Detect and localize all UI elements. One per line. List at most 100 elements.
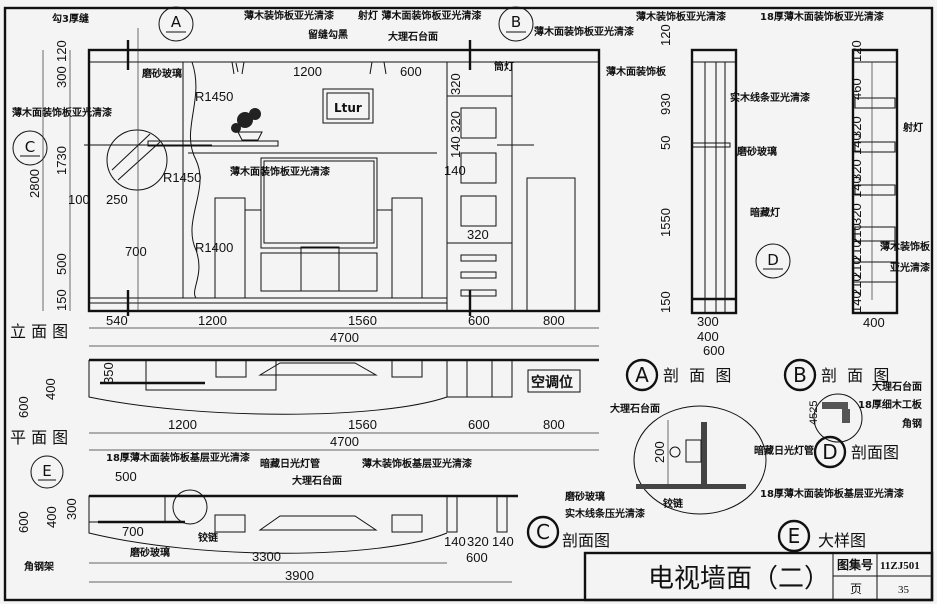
callout-label: 大理石台面: [610, 402, 660, 415]
dimension: 460: [849, 78, 864, 100]
dimension: 140: [849, 291, 864, 313]
dimension-total: 4700: [330, 434, 359, 449]
detail-e-view: 大理石台面 暗藏日光灯管 18厚薄木面装饰板基层亚光清漆 磨砂玻璃 实木线条压光…: [564, 402, 904, 553]
dimension: 2800: [27, 169, 42, 198]
dimension: 500: [54, 253, 69, 275]
callout-label: 薄木面装饰板亚光清漆: [534, 25, 634, 38]
dimension: 1560: [348, 417, 377, 432]
spotlight-icon: [231, 61, 245, 75]
dimension: 600: [400, 64, 422, 79]
dimension: 3900: [285, 568, 314, 583]
section-c-view: E 18厚薄木面装饰板基层亚光清漆 暗藏日光灯管 大理石台面 薄木装饰板基层亚光…: [16, 451, 610, 583]
view-title: 大样图: [818, 531, 866, 550]
dimension: 300: [54, 66, 69, 88]
callout-label: 实木线条亚光清漆: [730, 91, 810, 104]
section-a-title-letter: A: [635, 363, 649, 387]
ac-position-label: 空调位: [531, 374, 573, 391]
speaker-right: [391, 197, 423, 299]
display-niche: [460, 195, 497, 227]
dimension: 120: [849, 40, 864, 62]
section-c-title-letter: C: [536, 520, 550, 544]
round-frosted-glass: [106, 129, 168, 191]
dimension: 140: [849, 176, 864, 198]
callout-label: 暗藏灯: [750, 206, 780, 219]
section-b-view: 18厚薄木面装饰板亚光清漆 射灯 薄木装饰板 亚光清漆 120 460 320 …: [760, 10, 931, 392]
dimension: 400: [43, 378, 58, 400]
elevation-outline: [87, 48, 601, 313]
dimension: 600: [468, 313, 490, 328]
dimension: 1560: [348, 313, 377, 328]
dimension: R1450: [195, 89, 233, 104]
dimension: 350: [101, 362, 116, 384]
dimension: 600: [466, 550, 488, 565]
detail-e-callout-circle[interactable]: [172, 489, 208, 525]
callout-label: 留缝勾黑: [308, 28, 348, 41]
dimension: 140 320: [448, 111, 463, 158]
view-title: 立 面 图: [10, 322, 68, 341]
dimension: 1200: [293, 64, 322, 79]
wave-glass-edge: [189, 61, 201, 299]
section-marker-b[interactable]: B: [498, 6, 534, 42]
svg-text:A: A: [171, 13, 182, 31]
view-title: 剖面图: [851, 443, 899, 462]
dimension: 400: [44, 506, 59, 528]
dimension: 700: [125, 244, 147, 259]
dimension: 3300: [252, 549, 281, 564]
dimension: 120: [54, 40, 69, 62]
callout-label: 磨砂玻璃: [141, 67, 182, 80]
callout-label: 暗藏日光灯管: [260, 457, 320, 470]
dimension: 600: [16, 396, 31, 418]
dimension: 50: [658, 136, 673, 150]
svg-text:D: D: [767, 251, 779, 269]
dimension: R1450: [163, 170, 201, 185]
dimension: 320: [849, 159, 864, 181]
callout-label: 18厚细木工板: [858, 398, 923, 411]
dimension: 500: [115, 469, 137, 484]
dimension: 210: [849, 274, 864, 296]
dimension: 140: [444, 534, 466, 549]
shelf: [147, 140, 279, 147]
callout-label: 射灯 薄木面装饰板亚光清漆: [357, 9, 481, 22]
section-marker-a[interactable]: A: [158, 6, 194, 42]
view-title: 剖 面 图: [663, 366, 731, 385]
section-marker-c[interactable]: C: [12, 130, 48, 166]
dimension: 320: [849, 116, 864, 138]
dimension: 320: [467, 227, 489, 242]
callout-label: 18厚薄木面装饰板基层亚光清漆: [760, 487, 904, 500]
section-marker-e[interactable]: E: [30, 455, 64, 489]
dimension: 1550: [658, 208, 673, 237]
dimension: 600: [703, 343, 725, 358]
page-label: 页: [850, 582, 862, 596]
callout-label: 薄木装饰板亚光清漆: [244, 9, 334, 22]
dimension: 150: [54, 289, 69, 311]
tv-screen: [260, 157, 378, 249]
section-marker-d[interactable]: D: [755, 243, 791, 279]
callout-label: 18厚薄木面装饰板基层亚光清漆: [106, 451, 250, 464]
dimension: 400: [863, 315, 885, 330]
drawer: [460, 271, 497, 279]
dimension: 400: [697, 329, 719, 344]
dimension: 320: [448, 73, 463, 95]
dimension: 4525: [808, 401, 820, 425]
door: [526, 177, 576, 312]
dimension: 540: [106, 313, 128, 328]
dimension: 140: [444, 163, 466, 178]
callout-label: 暗藏日光灯管: [754, 444, 814, 457]
dimension: 1730: [54, 146, 69, 175]
callout-label: 亚光清漆: [890, 261, 930, 274]
dimension: 600: [468, 417, 490, 432]
callout-label: 角钢架: [24, 560, 54, 573]
wall-painting: [322, 88, 374, 124]
detail-d-view: 大理石台面 18厚细木工板 角钢 4525 D 剖面图: [808, 380, 923, 469]
callout-label: 磨砂玻璃: [736, 145, 777, 158]
callout-label: 大理石台面: [292, 474, 342, 487]
dimension: 600: [16, 511, 31, 533]
callout-label: 薄木面装饰板亚光清漆: [230, 165, 330, 178]
callout-label: 实木线条压光清漆: [565, 507, 645, 520]
callout-label: 薄木装饰板亚光清漆: [636, 10, 726, 23]
display-niche: [460, 107, 497, 139]
svg-text:C: C: [25, 138, 35, 156]
dimension: 1200: [198, 313, 227, 328]
